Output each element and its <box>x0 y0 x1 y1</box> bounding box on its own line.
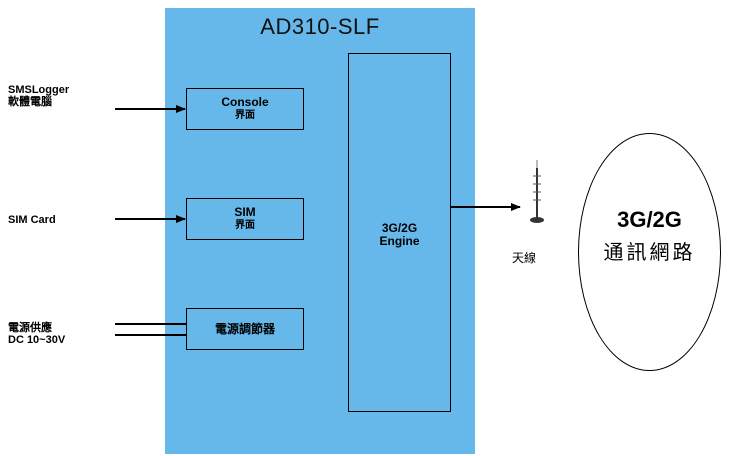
sim-interface-block: SIM 界面 <box>186 198 304 240</box>
network-subtitle: 通訊網路 <box>603 242 696 264</box>
simcard-label: SIM Card <box>8 214 56 226</box>
smslogger-label: SMSLogger 軟體電腦 <box>8 84 69 108</box>
power-supply-label-line2: DC 10~30V <box>8 334 66 346</box>
console-block-title: Console <box>221 95 269 109</box>
power-regulator-block: 電源調節器 <box>186 308 304 350</box>
power-supply-label-line1: 電源供應 <box>8 322 52 334</box>
smslogger-label-line2: 軟體電腦 <box>8 96 52 108</box>
device-title: AD310-SLF <box>260 14 380 39</box>
network-title: 3G/2G <box>617 207 682 232</box>
console-interface-block: Console 界面 <box>186 88 304 130</box>
engine-block-title: 3G/2G <box>381 221 418 235</box>
engine-block-subtitle: Engine <box>379 234 420 248</box>
sim-block-title: SIM <box>234 205 256 219</box>
antenna-label: 天線 <box>512 251 537 265</box>
antenna-icon <box>530 160 544 223</box>
engine-block: 3G/2G Engine <box>348 53 451 412</box>
power-supply-label: 電源供應 DC 10~30V <box>8 322 65 346</box>
power-block-title: 電源調節器 <box>214 321 275 336</box>
network-ellipse <box>578 133 721 371</box>
console-block-subtitle: 界面 <box>235 110 255 121</box>
sim-block-subtitle: 界面 <box>235 220 255 231</box>
smslogger-label-line1: SMSLogger <box>8 84 70 96</box>
